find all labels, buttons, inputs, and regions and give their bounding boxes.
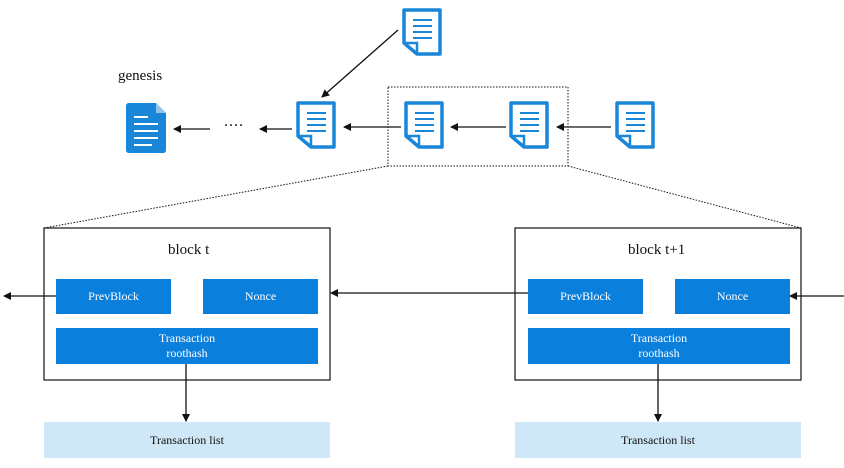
genesis-label: genesis bbox=[118, 68, 163, 84]
zoom-selection-box bbox=[387, 86, 569, 167]
genesis-document-icon bbox=[126, 103, 166, 153]
block-t1-transaction-list: Transaction list bbox=[515, 422, 801, 458]
chain-document-icon-4 bbox=[615, 101, 655, 149]
zoom-line-right bbox=[567, 165, 802, 229]
block-t-title: block t bbox=[168, 242, 210, 258]
block-t-frame bbox=[43, 227, 331, 381]
zoom-line-left bbox=[43, 165, 389, 229]
block-t1-roothash-line2: roothash bbox=[638, 346, 680, 360]
block-t1-prevblock-field: PrevBlock bbox=[528, 279, 643, 314]
block-t-transaction-list: Transaction list bbox=[44, 422, 330, 458]
block-t1-nonce-field: Nonce bbox=[675, 279, 790, 314]
arrow-orphan-to-chain bbox=[321, 29, 399, 98]
block-t-roothash-line2: roothash bbox=[166, 346, 208, 360]
block-t1-roothash-field: Transaction roothash bbox=[528, 328, 790, 364]
block-t-roothash-field: Transaction roothash bbox=[56, 328, 318, 364]
chain-document-icon-3 bbox=[509, 101, 549, 149]
block-t1-title: block t+1 bbox=[628, 242, 686, 258]
block-t1-roothash-line1: Transaction bbox=[630, 331, 688, 345]
block-t-roothash-line1: Transaction bbox=[158, 331, 216, 345]
orphan-document-icon bbox=[402, 8, 442, 56]
chain-document-icon-2 bbox=[404, 101, 444, 149]
chain-document-icon-1 bbox=[296, 101, 336, 149]
chain-ellipsis: .... bbox=[224, 113, 244, 130]
block-t-prevblock-field: PrevBlock bbox=[56, 279, 171, 314]
block-t-nonce-field: Nonce bbox=[203, 279, 318, 314]
